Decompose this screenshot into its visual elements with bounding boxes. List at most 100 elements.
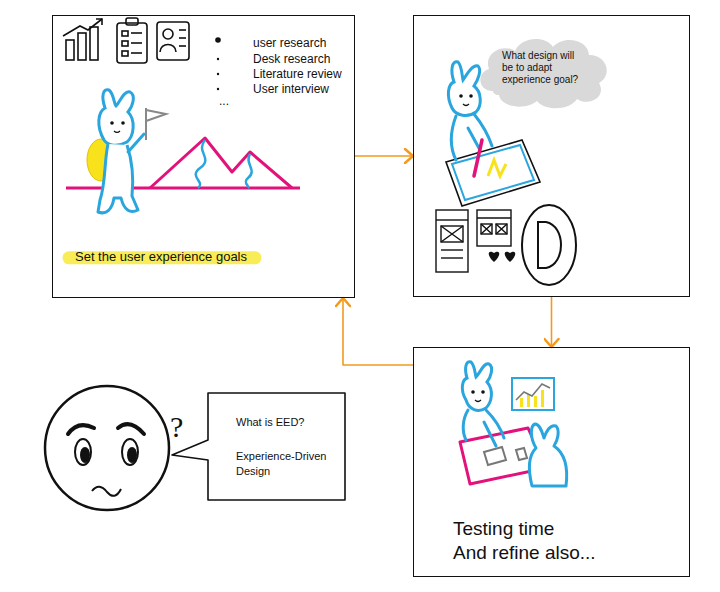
bunny-back (529, 424, 566, 486)
shoulders (160, 45, 176, 53)
pen (474, 140, 482, 176)
mouth (463, 104, 469, 106)
image-placeholder (441, 226, 463, 242)
speech-bubble: What is EED? Experience-Driven Design (208, 393, 345, 500)
trend-line (516, 384, 550, 400)
clipboard (117, 23, 147, 63)
eyebrow (68, 425, 94, 434)
clip (126, 18, 138, 25)
heart (489, 252, 500, 262)
eye (122, 439, 138, 465)
bar (541, 390, 544, 407)
image-placeholder (496, 224, 507, 234)
hiking-scene (66, 90, 300, 213)
node-text: User interview (253, 82, 329, 96)
eye (459, 94, 463, 98)
wireframe (436, 210, 468, 272)
heart (505, 252, 516, 262)
node-text: Desk research (253, 52, 330, 66)
bar (78, 33, 86, 60)
chart-icon (63, 19, 102, 60)
bunny-body (452, 114, 493, 160)
testing-scene (460, 362, 567, 486)
pupil (127, 447, 137, 463)
image-placeholder (481, 224, 492, 234)
line (179, 29, 186, 31)
mountains (150, 138, 292, 188)
eye (469, 94, 473, 98)
line (179, 45, 186, 47)
node-text: What design will be to adapt experience … (502, 50, 584, 86)
bar (66, 40, 74, 60)
card (157, 22, 189, 60)
eyebrow (118, 424, 144, 434)
bunny-arm (484, 422, 496, 446)
river (196, 140, 206, 188)
eye (481, 390, 485, 394)
flow-arrow (355, 155, 413, 157)
speech-bubble-shape (172, 393, 345, 500)
panel-box: Testing timeAnd refine also... (413, 347, 690, 577)
line (441, 249, 463, 250)
bar (520, 398, 523, 407)
bullets (215, 37, 221, 90)
checkbox (122, 31, 128, 36)
cross (481, 224, 492, 234)
bar (90, 27, 98, 60)
node-text: user research (253, 36, 326, 50)
cross (496, 224, 507, 234)
tablet-screen (452, 145, 534, 200)
node-text: Literature review (253, 67, 342, 81)
chart-board (512, 378, 554, 410)
question-mark: ? (170, 410, 183, 443)
trend-line (63, 19, 102, 36)
bullet (217, 73, 219, 75)
flag (146, 110, 166, 121)
bunny-arm (128, 134, 144, 152)
profile-icon (157, 22, 189, 60)
cross (441, 226, 463, 242)
checkbox (122, 41, 128, 46)
node-text: Experience-Driven Design (236, 449, 336, 479)
line (131, 52, 142, 54)
d-shape (538, 222, 561, 268)
line (131, 32, 142, 34)
mouth (475, 400, 481, 402)
head (163, 29, 173, 39)
bullet (215, 37, 221, 43)
flow-arrow (551, 297, 553, 347)
face-circle (45, 386, 169, 510)
line (436, 219, 468, 220)
node-text: What is EED? (236, 416, 304, 429)
pupil (80, 447, 90, 463)
mouth (114, 131, 120, 133)
line (477, 217, 511, 218)
eye (471, 390, 475, 394)
trend-arrow (96, 19, 102, 25)
bunny-head (99, 90, 134, 146)
river (246, 154, 252, 188)
speech-bubble-outline (208, 393, 345, 500)
eye (110, 121, 114, 125)
node-text: ... (219, 94, 229, 108)
scribble (488, 160, 506, 176)
bullet (217, 88, 219, 90)
wireframe (477, 210, 511, 246)
eye (121, 121, 125, 125)
panel-box: What design will be to adapt experience … (413, 15, 690, 297)
bunny-head (448, 62, 480, 116)
phone-outline (522, 205, 576, 285)
bunny-body (98, 144, 138, 213)
node-text: Set the user experience goals (75, 249, 247, 265)
bullet (217, 58, 219, 60)
eye (75, 439, 91, 465)
line (179, 37, 186, 39)
clipboard-icon (117, 18, 147, 63)
bar (527, 394, 530, 407)
wireframes (436, 205, 576, 285)
line (131, 42, 142, 44)
bunny-arm (468, 128, 480, 150)
